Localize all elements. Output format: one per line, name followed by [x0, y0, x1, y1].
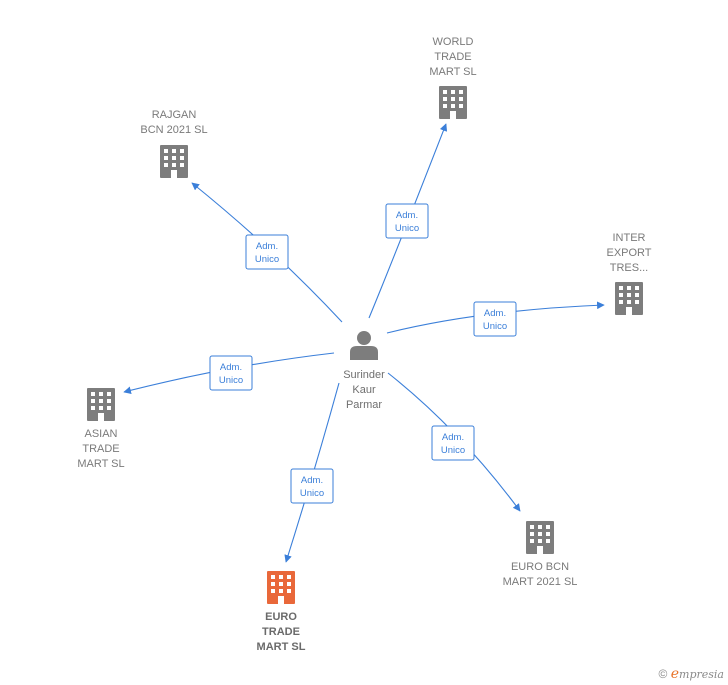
- edge-label-frame: [473, 301, 517, 337]
- edge-world: Adm. Unico: [368, 123, 448, 319]
- company-node-euro[interactable]: EURO TRADE MART SL: [257, 571, 306, 653]
- edge-euro: Adm. Unico: [284, 382, 340, 563]
- brand-logo-initial: e: [670, 666, 680, 682]
- edge-label-box[interactable]: Adm. Unico: [385, 203, 429, 239]
- company-name: EURO BCN: [511, 561, 569, 573]
- building-icon: [160, 145, 188, 178]
- company-node-world[interactable]: WORLD TRADE MART SL: [429, 36, 477, 119]
- company-node-inter[interactable]: INTER EXPORT TRES...: [606, 232, 652, 315]
- building-icon: [439, 86, 467, 119]
- brand-logo-text: mpresia: [679, 668, 724, 681]
- edge-label-text: Unico: [395, 223, 419, 234]
- building-icon: [87, 388, 115, 421]
- edge-label-text: Adm.: [484, 308, 506, 319]
- company-name: MART 2021 SL: [503, 576, 578, 588]
- edge-label-text: Unico: [219, 375, 243, 386]
- company-name: MART SL: [77, 458, 124, 470]
- company-node-rajgan[interactable]: RAJGAN BCN 2021 SL: [140, 109, 208, 178]
- copyright-symbol: ©: [658, 667, 668, 681]
- edge-rajgan: Adm. Unico: [191, 182, 343, 323]
- edge-label-box[interactable]: Adm. Unico: [209, 355, 253, 391]
- edge-label-text: Adm.: [220, 362, 242, 373]
- person-icon: [350, 331, 378, 360]
- edge-label-text: Adm.: [301, 475, 323, 486]
- edge-label-frame: [385, 203, 429, 239]
- edge-eurobcn: Adm. Unico: [387, 372, 521, 512]
- building-icon: [615, 282, 643, 315]
- empresia-brand[interactable]: © empresia: [659, 666, 724, 682]
- edge-label-frame: [431, 425, 475, 461]
- edge-label-text: Adm.: [442, 432, 464, 443]
- company-name: EXPORT: [606, 247, 651, 259]
- person-name: Kaur: [352, 384, 376, 396]
- person-name: Parmar: [346, 399, 382, 411]
- company-node-asian[interactable]: ASIAN TRADE MART SL: [77, 388, 125, 470]
- company-name: MART SL: [429, 66, 476, 78]
- person-name: Surinder: [343, 369, 385, 381]
- edge-label-frame: [209, 355, 253, 391]
- company-name: BCN 2021 SL: [140, 124, 207, 136]
- edge-asian: Adm. Unico: [123, 352, 335, 395]
- company-name: TRADE: [82, 443, 119, 455]
- company-name: TRADE: [262, 626, 300, 638]
- building-icon: [526, 521, 554, 554]
- company-name: TRES...: [610, 262, 649, 274]
- edge-label-box[interactable]: Adm. Unico: [290, 468, 334, 504]
- edge-label-text: Unico: [483, 321, 507, 332]
- building-icon: [267, 571, 295, 604]
- edge-label-box[interactable]: Adm. Unico: [431, 425, 475, 461]
- edge-label-frame: [290, 468, 334, 504]
- edge-label-text: Unico: [300, 488, 324, 499]
- company-name: EURO: [265, 611, 297, 623]
- company-name: INTER: [613, 232, 646, 244]
- company-node-eurobcn[interactable]: EURO BCN MART 2021 SL: [503, 521, 578, 588]
- company-name: RAJGAN: [152, 109, 197, 121]
- company-name: TRADE: [434, 51, 471, 63]
- edge-label-text: Adm.: [396, 210, 418, 221]
- edge-label-text: Adm.: [256, 241, 278, 252]
- edge-label-frame: [245, 234, 289, 270]
- edge-label-box[interactable]: Adm. Unico: [245, 234, 289, 270]
- company-name: ASIAN: [84, 428, 117, 440]
- company-name: WORLD: [433, 36, 474, 48]
- edge-label-text: Unico: [441, 445, 465, 456]
- edge-label-text: Unico: [255, 254, 279, 265]
- edge-inter: Adm. Unico: [386, 301, 605, 337]
- edge-label-box[interactable]: Adm. Unico: [473, 301, 517, 337]
- company-name: MART SL: [257, 641, 306, 653]
